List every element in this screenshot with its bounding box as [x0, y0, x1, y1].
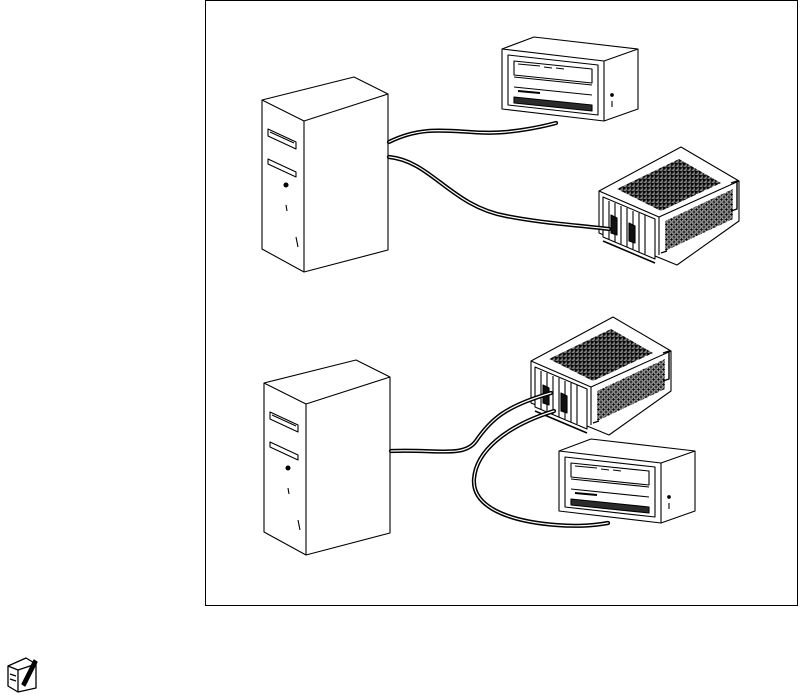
compact-chassis-bottom — [559, 439, 695, 523]
cable-top-2 — [389, 157, 609, 229]
host-computer-top — [262, 77, 388, 272]
top-configuration — [262, 37, 739, 272]
pxi-chassis-bottom — [531, 317, 671, 435]
compact-chassis-top — [502, 37, 638, 121]
cable-top-1-core — [389, 123, 556, 142]
connection-diagram — [206, 1, 799, 607]
bottom-configuration — [264, 317, 695, 555]
diagram-frame — [205, 0, 798, 606]
host-computer-bottom — [264, 360, 390, 555]
pxi-chassis-top — [599, 147, 739, 265]
note-pen-icon — [4, 654, 40, 694]
